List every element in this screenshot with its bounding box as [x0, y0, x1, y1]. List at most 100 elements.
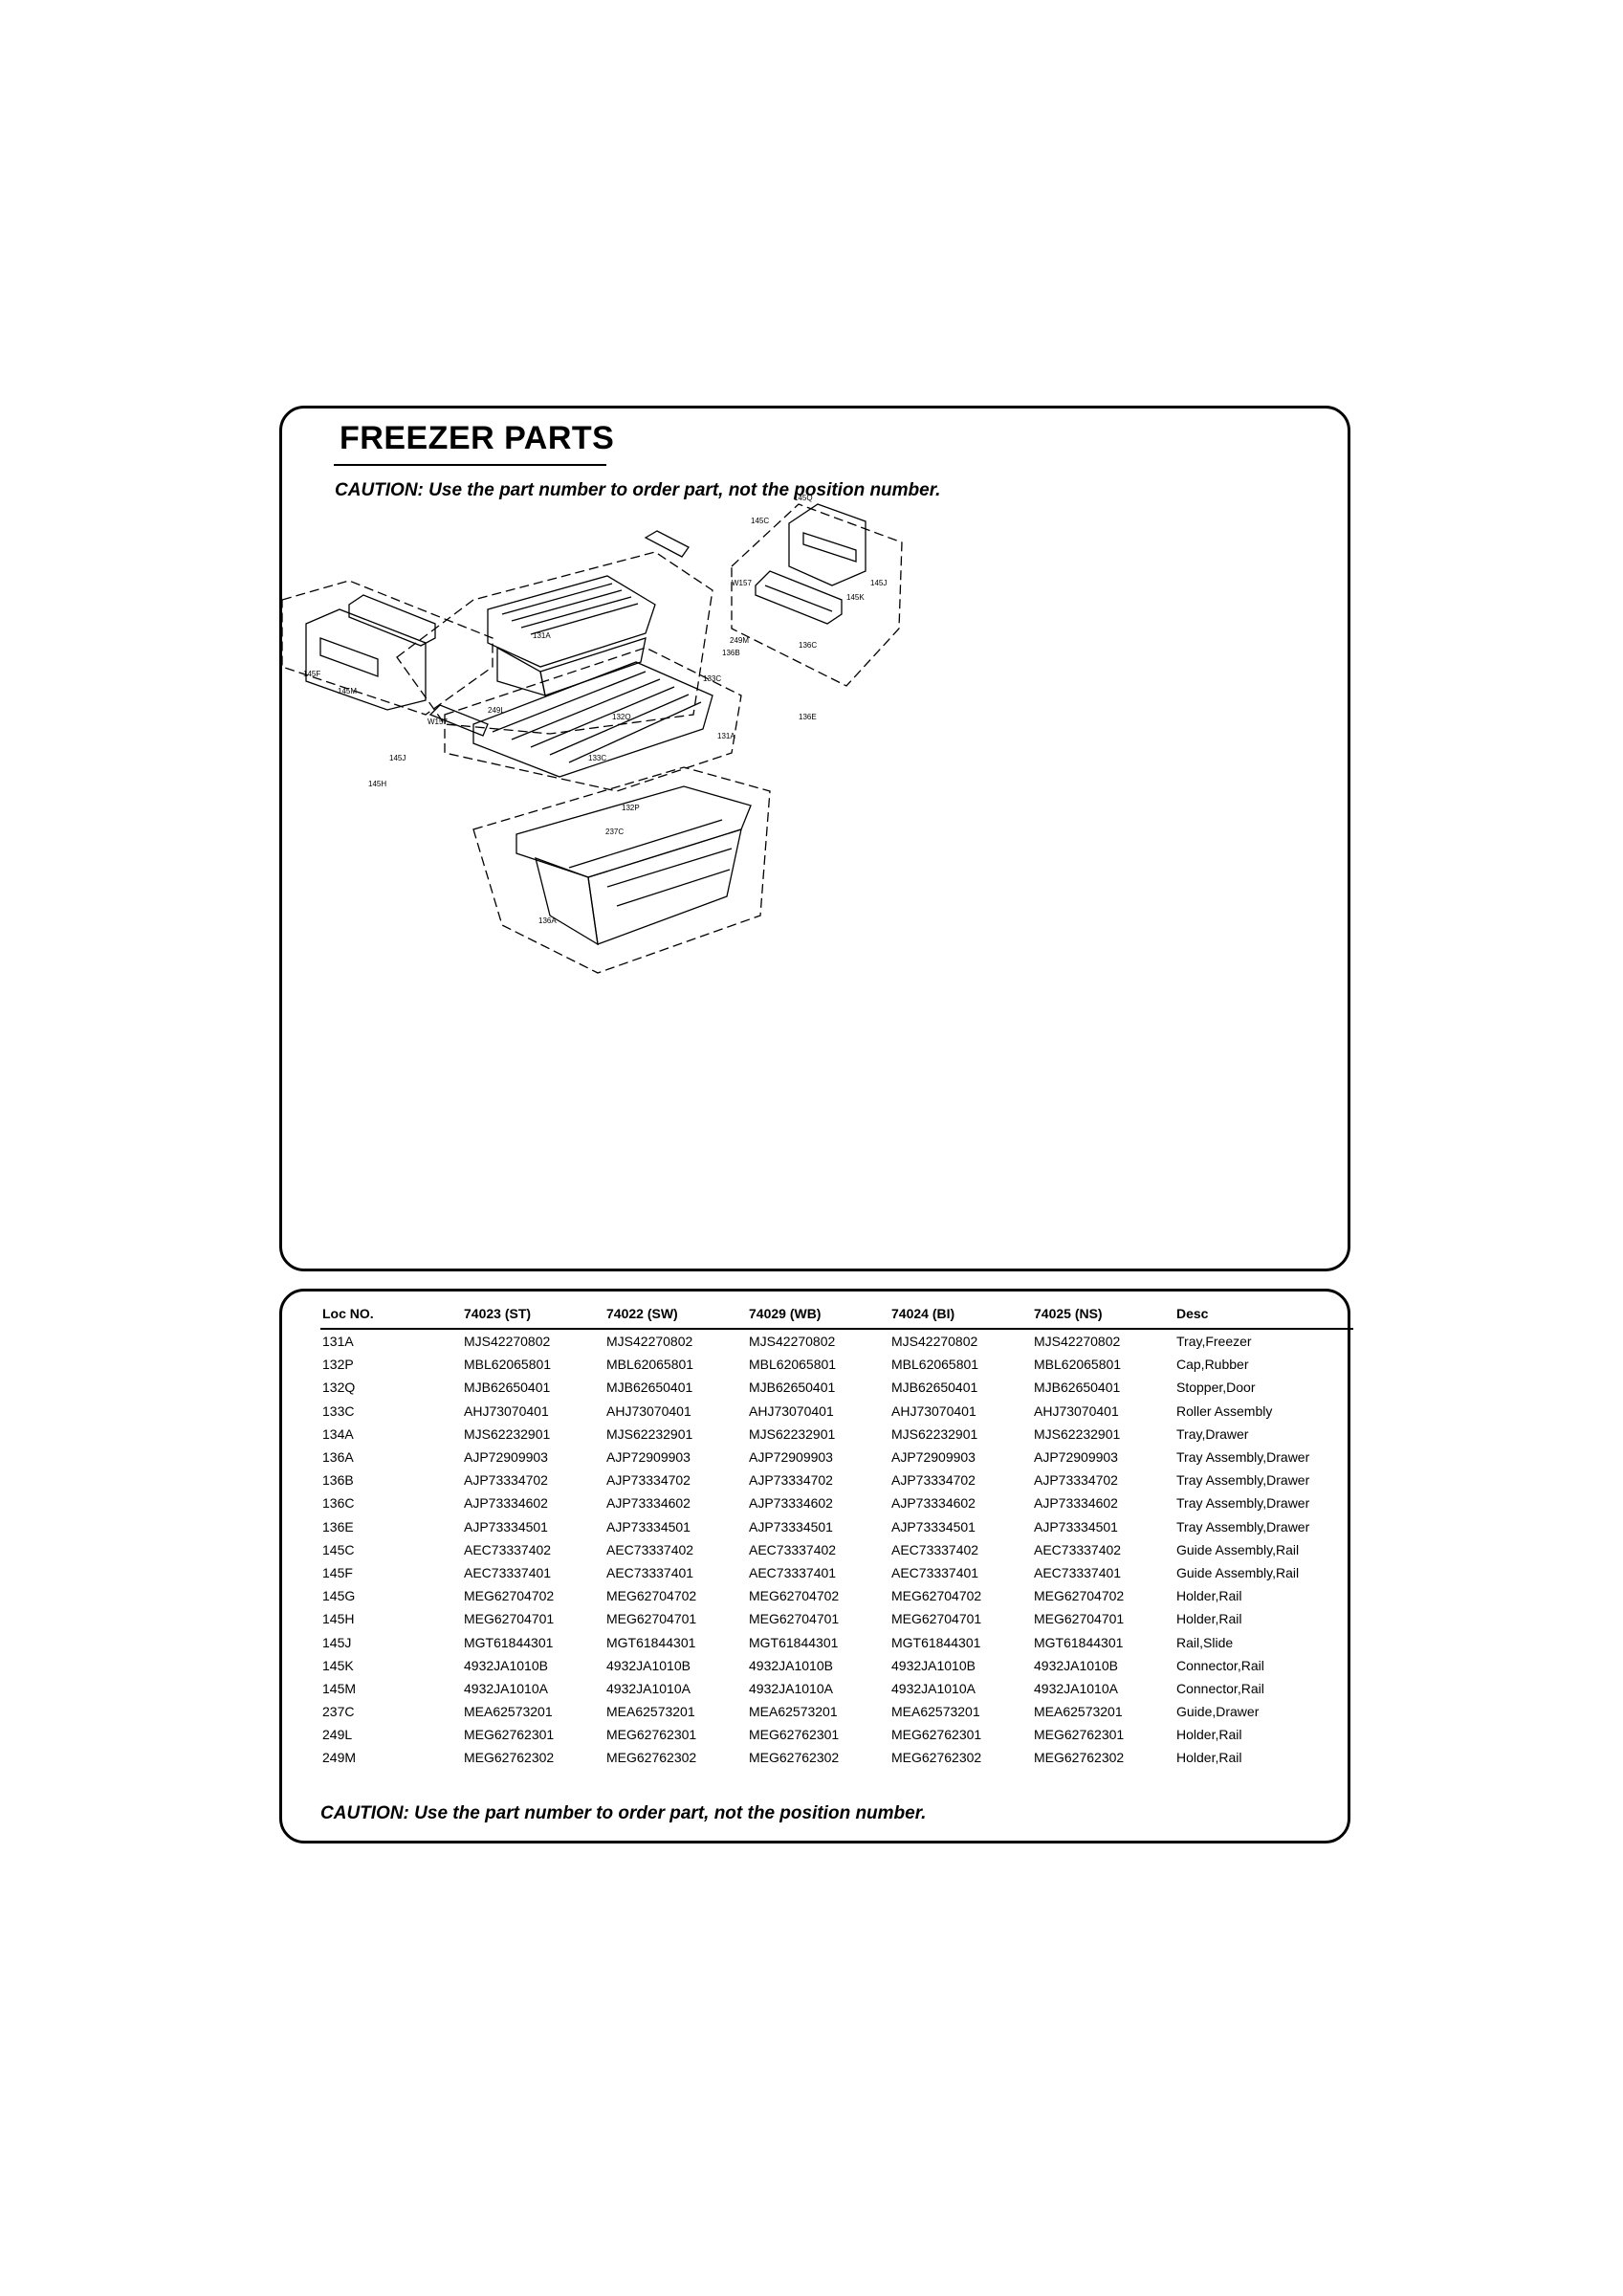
parts-table: Loc NO.74023 (ST)74022 (SW)74029 (WB)740…	[320, 1299, 1353, 1770]
part-number-cell: AJP73334501	[606, 1518, 691, 1534]
part-number-cell: MEA62573201	[1034, 1704, 1123, 1720]
part-number-cell: AJP73334602	[1034, 1495, 1118, 1512]
part-number-cell: 4932JA1010A	[606, 1680, 691, 1696]
callout-label: 132P	[622, 804, 640, 812]
description-cell: Tray,Drawer	[1176, 1425, 1249, 1442]
part-number-cell: AJP72909903	[464, 1449, 548, 1466]
part-number-cell: AHJ73070401	[606, 1402, 691, 1419]
part-number-cell: 4932JA1010B	[891, 1657, 976, 1673]
part-number-cell: MBL62065801	[464, 1357, 552, 1373]
part-number-cell: 4932JA1010B	[464, 1657, 548, 1673]
part-number-cell: MEG62704701	[1034, 1611, 1125, 1627]
loc-number-cell: 145K	[322, 1657, 354, 1673]
part-number-cell: MJS62232901	[749, 1425, 836, 1442]
part-number-cell: AHJ73070401	[1034, 1402, 1119, 1419]
part-number-cell: MEG62704701	[891, 1611, 982, 1627]
part-number-cell: MEG62704702	[1034, 1588, 1125, 1604]
callout-label: 145J	[389, 754, 406, 762]
loc-number-cell: 145C	[322, 1541, 355, 1557]
caution-note-top: CAUTION: Use the part number to order pa…	[335, 480, 941, 500]
caution-note-bottom: CAUTION: Use the part number to order pa…	[320, 1803, 927, 1823]
upper-tray-outline	[396, 551, 713, 735]
part-number-cell: MEG62704702	[464, 1588, 555, 1604]
part-number-cell: MEG62762302	[606, 1750, 697, 1766]
description-cell: Roller Assembly	[1176, 1402, 1273, 1419]
callout-label: 145Q	[794, 494, 813, 502]
part-number-cell: MJS42270802	[749, 1334, 836, 1350]
loc-number-cell: 136E	[322, 1518, 354, 1534]
part-number-cell: AHJ73070401	[891, 1402, 976, 1419]
description-cell: Holder,Rail	[1176, 1727, 1242, 1743]
part-number-cell: MJS62232901	[891, 1425, 978, 1442]
description-cell: Cap,Rubber	[1176, 1357, 1249, 1373]
part-number-cell: AJP73334702	[606, 1472, 691, 1489]
column-header: Desc	[1174, 1299, 1353, 1330]
table-row: 145M 4932JA1010A 4932JA1010A 4932JA1010A 493…	[320, 1677, 1353, 1700]
part-number-cell: AJP73334702	[1034, 1472, 1118, 1489]
loc-number-cell: 145M	[322, 1680, 357, 1696]
part-number-cell: MJB62650401	[464, 1380, 551, 1396]
exploded-parts-diagram: 145Q 145C W157 145J 145K 131A 249M 136B …	[282, 494, 903, 974]
part-number-cell: MEG62762302	[891, 1750, 982, 1766]
column-header: 74023 (ST)	[462, 1299, 604, 1330]
part-number-cell: MEG62762301	[749, 1727, 840, 1743]
part-number-cell: AJP73334602	[606, 1495, 691, 1512]
description-cell: Holder,Rail	[1176, 1611, 1242, 1627]
description-cell: Connector,Rail	[1176, 1680, 1264, 1696]
part-number-cell: MBL62065801	[1034, 1357, 1122, 1373]
column-header: Loc NO.	[320, 1299, 462, 1330]
callout-label: 145J	[870, 579, 887, 587]
part-number-cell: 4932JA1010A	[1034, 1680, 1118, 1696]
part-number-cell: MEG62704702	[606, 1588, 697, 1604]
rail-group-right-outline	[731, 503, 903, 687]
part-number-cell: MEA62573201	[891, 1704, 980, 1720]
column-header: 74029 (WB)	[747, 1299, 889, 1330]
part-number-cell: MJB62650401	[606, 1380, 693, 1396]
callout-label: 145M	[338, 687, 357, 695]
part-number-cell: MEG62704701	[606, 1611, 697, 1627]
loc-number-cell: 132Q	[322, 1380, 356, 1396]
part-number-cell: AJP72909903	[749, 1449, 833, 1466]
callout-label: 136B	[722, 649, 740, 657]
middle-tray-outline	[444, 647, 742, 792]
part-number-cell: 4932JA1010A	[891, 1680, 976, 1696]
description-cell: Tray Assembly,Drawer	[1176, 1518, 1310, 1534]
description-cell: Guide Assembly,Rail	[1176, 1564, 1300, 1580]
part-number-cell: MEA62573201	[749, 1704, 838, 1720]
loc-number-cell: 136B	[322, 1472, 354, 1489]
callout-label: 145H	[368, 780, 386, 788]
loc-number-cell: 136C	[322, 1495, 355, 1512]
callout-label: 133C	[588, 754, 606, 762]
description-cell: Tray Assembly,Drawer	[1176, 1449, 1310, 1466]
callout-label: 145K	[846, 593, 865, 602]
part-number-cell: AEC73337402	[1034, 1541, 1122, 1557]
part-number-cell: 4932JA1010A	[749, 1680, 833, 1696]
part-number-cell: MJS42270802	[606, 1334, 693, 1350]
part-number-cell: MEG62762301	[891, 1727, 982, 1743]
part-number-cell: MBL62065801	[606, 1357, 694, 1373]
part-number-cell: MGT61844301	[749, 1634, 839, 1650]
description-cell: Guide,Drawer	[1176, 1704, 1260, 1720]
description-cell: Guide Assembly,Rail	[1176, 1541, 1300, 1557]
part-number-cell: MBL62065801	[891, 1357, 979, 1373]
part-number-cell: AJP72909903	[891, 1449, 976, 1466]
part-number-cell: MJS62232901	[1034, 1425, 1121, 1442]
part-number-cell: MEG62762302	[1034, 1750, 1125, 1766]
column-header: 74024 (BI)	[889, 1299, 1032, 1330]
part-number-cell: AJP72909903	[606, 1449, 691, 1466]
part-number-cell: AHJ73070401	[464, 1402, 549, 1419]
part-number-cell: MEG62704702	[749, 1588, 840, 1604]
part-number-cell: AEC73337402	[606, 1541, 694, 1557]
